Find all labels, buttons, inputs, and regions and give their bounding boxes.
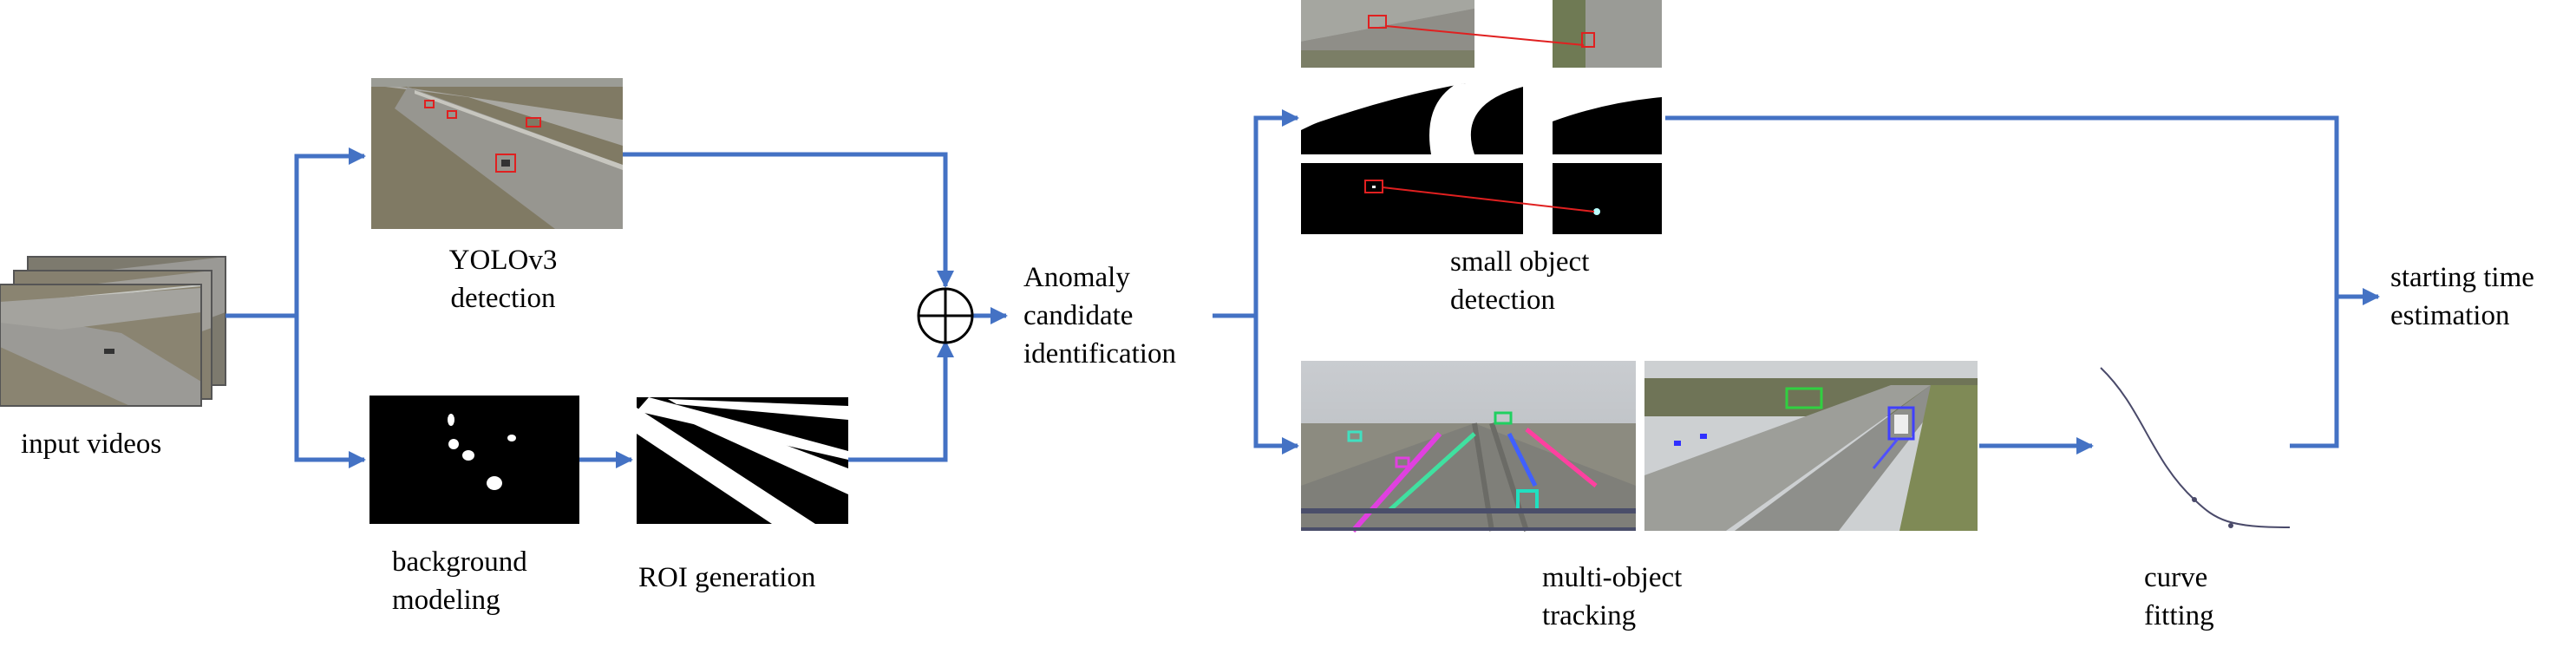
label-anomaly-line1: Anomaly xyxy=(1023,262,1130,293)
circle-plus-icon xyxy=(917,287,974,344)
label-anomaly-line3: identification xyxy=(1023,338,1176,370)
label-yolo-line2: detection xyxy=(450,283,556,314)
label-anomaly-line2: candidate xyxy=(1023,300,1134,331)
label-small-object-line1: small object xyxy=(1450,246,1590,278)
arrow-small-to-start xyxy=(1665,115,2339,297)
arrow-to-mot xyxy=(1253,316,1299,455)
label-input-videos: input videos xyxy=(21,428,162,460)
label-mot-line1: multi-object xyxy=(1542,562,1683,593)
label-start-line2: estimation xyxy=(2390,300,2510,331)
label-curve-line1: curve xyxy=(2144,562,2208,593)
label-background-line2: modeling xyxy=(392,585,500,616)
label-yolo-line1: YOLOv3 xyxy=(448,245,558,276)
arrow-roi-to-sum xyxy=(848,340,954,462)
label-background-line1: background xyxy=(392,546,527,578)
yolo-detection-image xyxy=(371,78,623,229)
label-start-line1: starting time xyxy=(2390,262,2534,293)
arrow-to-small-object xyxy=(1253,109,1299,316)
background-model-image xyxy=(369,396,579,524)
small-object-images xyxy=(1301,0,1662,234)
label-curve-line2: fitting xyxy=(2144,600,2214,631)
video-frame-front xyxy=(0,284,202,407)
arrow-to-background xyxy=(294,316,366,468)
curve-fitting-plot xyxy=(2100,367,2291,528)
arrow-to-yolo xyxy=(294,147,366,316)
label-roi: ROI generation xyxy=(638,562,816,593)
roi-mask-image xyxy=(637,397,848,524)
label-mot-line2: tracking xyxy=(1542,600,1637,631)
arrow-curve-to-start xyxy=(2290,288,2380,448)
arrow-yolo-to-sum xyxy=(623,152,954,288)
input-video-stack xyxy=(0,256,226,407)
label-small-object-line2: detection xyxy=(1450,284,1555,316)
mot-left-image xyxy=(1301,361,1636,533)
connectors xyxy=(226,109,2380,468)
mot-right-image xyxy=(1644,361,1978,531)
